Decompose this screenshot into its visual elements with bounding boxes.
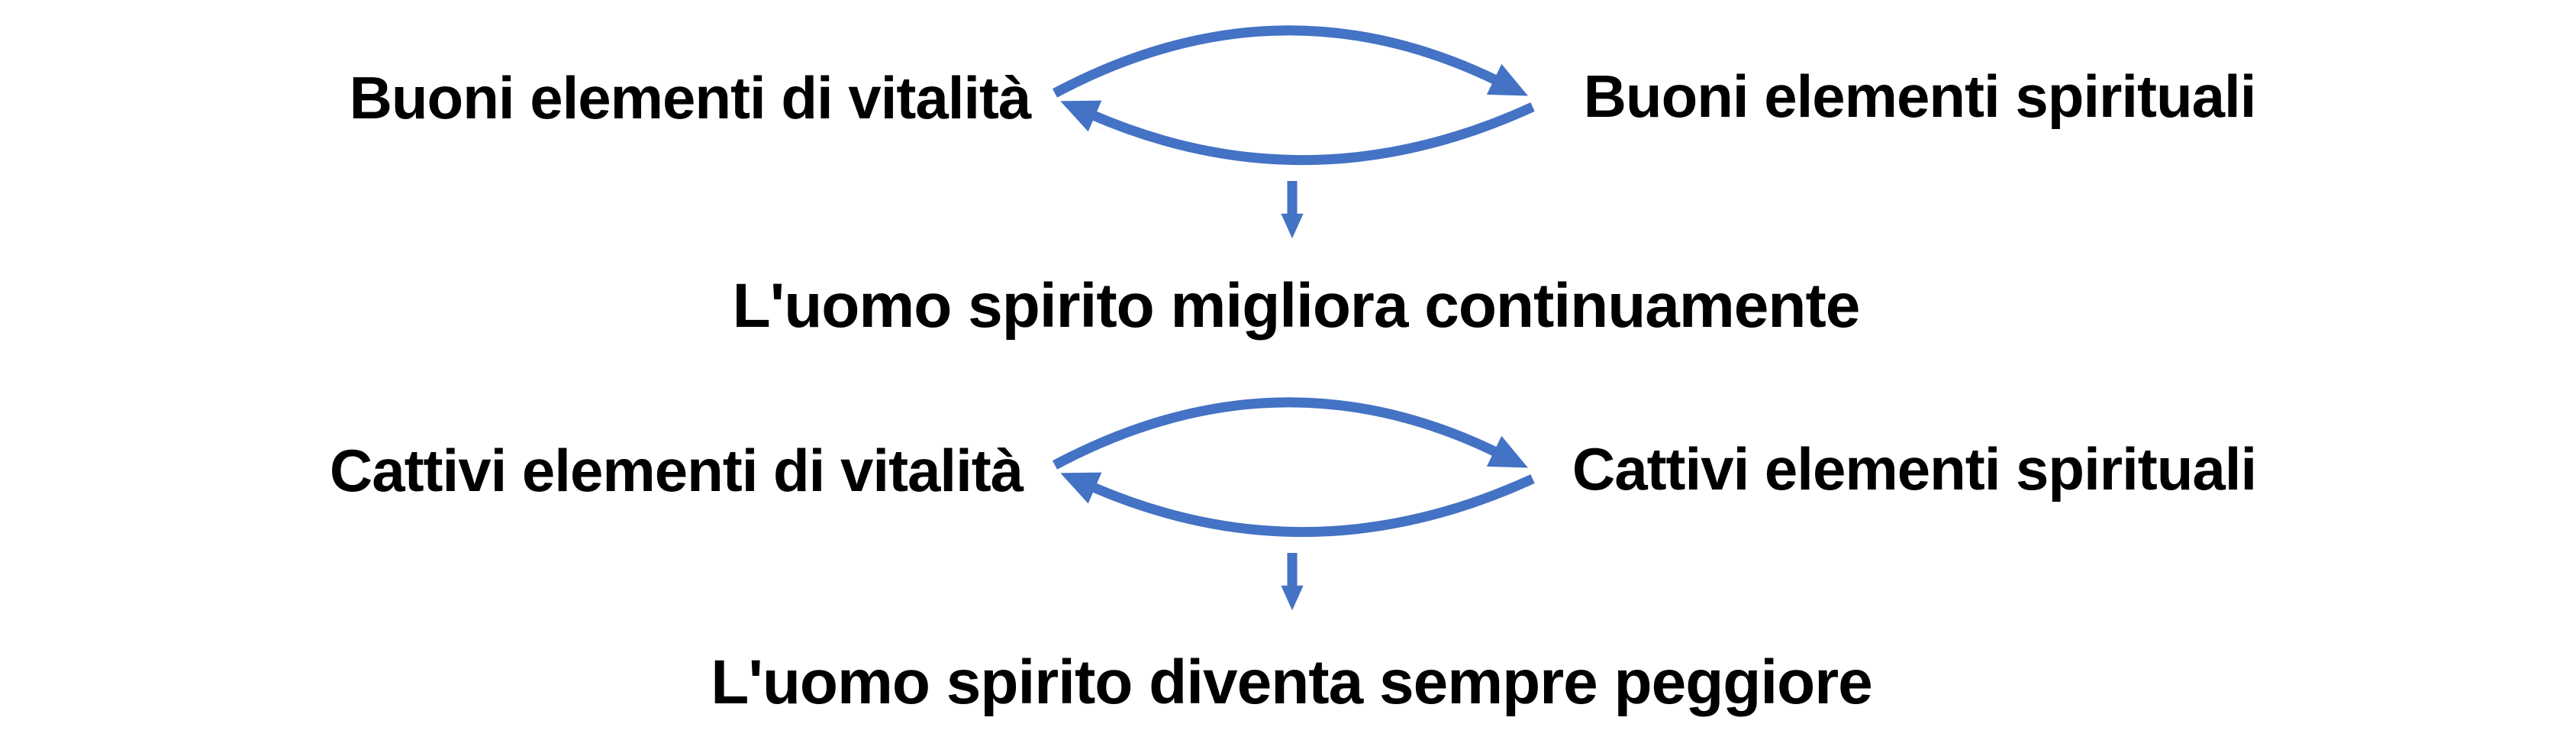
node-good-vitality-elements: Buoni elementi di vitalità <box>349 64 1032 131</box>
cycle2-forward-curved-arrow <box>1052 397 1528 470</box>
node-bad-spiritual-elements: Cattivi elementi spirituali <box>1572 435 2257 502</box>
cycle2-backward-curved-arrow <box>1060 472 1535 538</box>
exchange-cycle-1-arrows <box>1052 25 1535 239</box>
outcome-spirit-man-worsens: L'uomo spirito diventa sempre peggiore <box>711 648 1873 717</box>
outcome-spirit-man-improves: L'uomo spirito migliora continuamente <box>732 271 1861 341</box>
node-bad-vitality-elements: Cattivi elementi di vitalità <box>329 437 1024 504</box>
exchange-cycle-2-arrows <box>1052 397 1535 611</box>
cycle1-backward-curved-arrow <box>1060 100 1535 166</box>
cycle1-forward-curved-arrow <box>1052 25 1528 98</box>
node-good-spiritual-elements: Buoni elementi spirituali <box>1583 63 2257 130</box>
